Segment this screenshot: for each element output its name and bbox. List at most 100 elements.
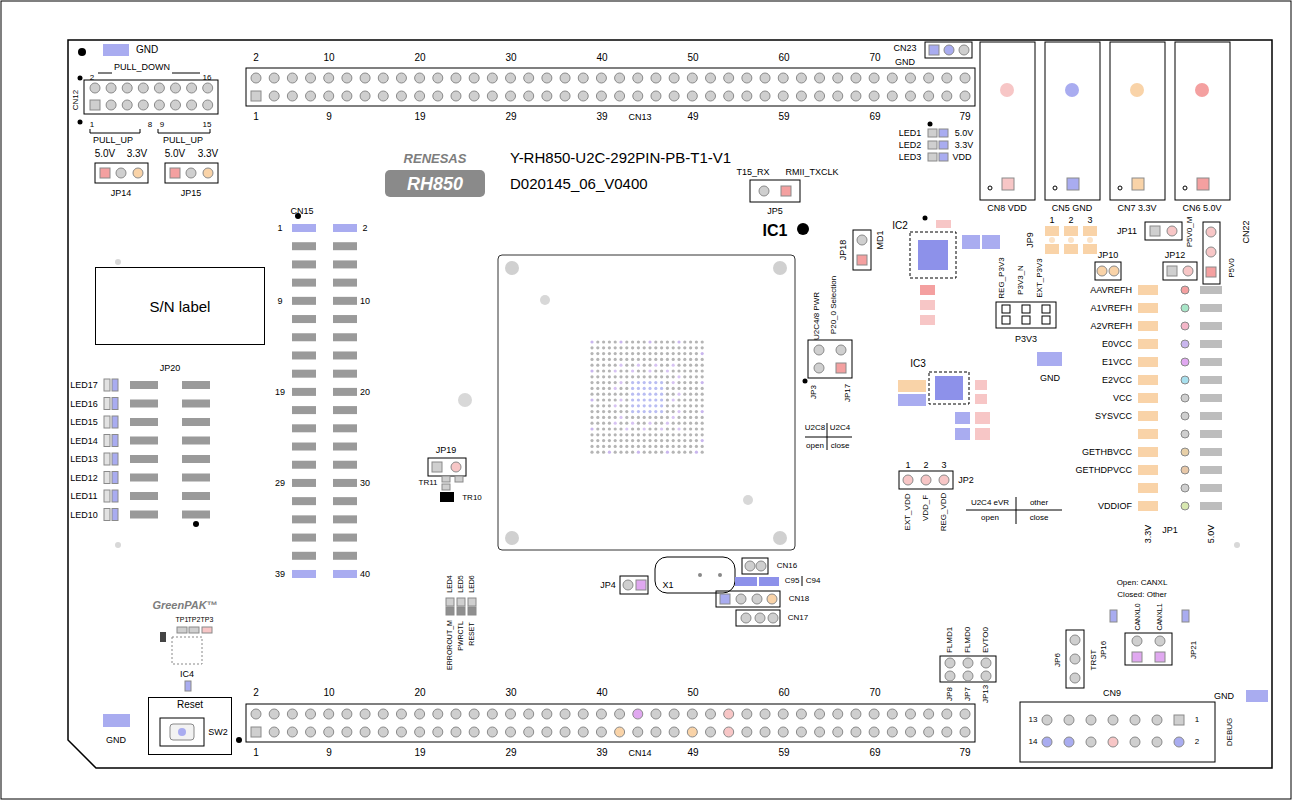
led (939, 129, 948, 137)
connector-pad (292, 242, 316, 250)
bga-ball (654, 358, 657, 361)
bga-ball (596, 393, 599, 396)
jumper-outline (428, 458, 466, 476)
bga-ball (672, 416, 675, 419)
connector-pad (333, 260, 357, 268)
connector-pad (292, 570, 316, 578)
bga-ball (614, 398, 617, 401)
bga-ball (672, 369, 675, 372)
jumper-outline (95, 163, 148, 183)
connector-pad (292, 515, 316, 523)
pad-square (836, 363, 846, 373)
pad (687, 91, 697, 101)
pad (905, 709, 915, 719)
board-label: PULL_UP (93, 135, 133, 145)
pad (122, 100, 132, 110)
bga-ball (625, 439, 628, 442)
bga-ball (596, 427, 599, 430)
pad (1155, 636, 1165, 646)
jumper-outline (1163, 262, 1197, 280)
bga-ball (637, 340, 640, 343)
bga-ball (701, 433, 704, 436)
pad (633, 73, 643, 83)
board-label: 2 (90, 73, 94, 82)
pad (469, 727, 479, 737)
bga-ball (666, 404, 669, 407)
board-label: JP9 (1025, 232, 1035, 248)
bga-ball (672, 381, 675, 384)
bga-ball (643, 393, 646, 396)
bga-ball (631, 364, 634, 367)
bga-ball (695, 358, 698, 361)
bga-ball (596, 346, 599, 349)
bga-ball (608, 346, 611, 349)
board-label: P5V0 (1227, 258, 1236, 278)
bga-ball (602, 404, 605, 407)
board-label: EXT_P3V3 (1035, 258, 1044, 298)
component (975, 394, 987, 404)
bga-ball (602, 352, 605, 355)
pad-square (1174, 715, 1184, 725)
bga-ball (683, 375, 686, 378)
bga-ball (701, 398, 704, 401)
bga-ball (701, 404, 704, 407)
bga-ball (654, 393, 657, 396)
pad (415, 73, 425, 83)
pad (669, 73, 679, 83)
pad (1108, 737, 1118, 747)
pad (741, 613, 751, 623)
bga-ball (643, 433, 646, 436)
bga-ball (677, 352, 680, 355)
connector-pad (333, 424, 357, 432)
pad (578, 73, 588, 83)
pad (869, 709, 879, 719)
led (468, 598, 476, 606)
jumper-outline (1125, 633, 1172, 665)
jumper-pad (1200, 394, 1222, 402)
bga-ball (590, 451, 593, 454)
pad (887, 91, 897, 101)
board-label: 1 (905, 460, 910, 470)
pad (669, 91, 679, 101)
bga-ball (631, 416, 634, 419)
board-label: 13 (1029, 715, 1038, 724)
pad (287, 73, 297, 83)
pad-square (781, 186, 791, 196)
marker-dot (78, 76, 83, 81)
bga-ball (701, 340, 704, 343)
jumper-pad (1138, 339, 1158, 349)
led (928, 153, 937, 161)
bga-ball (608, 381, 611, 384)
board-label: CN9 (1103, 688, 1121, 698)
bga-ball (619, 427, 622, 430)
pad (905, 91, 915, 101)
led (112, 472, 118, 484)
silk-line (805, 437, 852, 438)
jumper-outline (165, 163, 218, 183)
bga-ball (637, 358, 640, 361)
hole (1234, 542, 1240, 548)
pad (287, 709, 297, 719)
bga-ball (689, 352, 692, 355)
connector-pad (333, 515, 357, 523)
board-label: 30 (505, 687, 516, 699)
board-label: 3 (941, 460, 946, 470)
pad (506, 73, 516, 83)
component (442, 484, 450, 490)
pad-square (100, 168, 110, 178)
bga-ball (683, 369, 686, 372)
pad (869, 727, 879, 737)
bga-ball (637, 451, 640, 454)
bga-ball (643, 445, 646, 448)
bga-ball (643, 381, 646, 384)
board-label: 69 (869, 747, 880, 759)
connector-outline (742, 558, 768, 574)
board-label: 20 (360, 387, 370, 397)
board-label: VCC (1113, 393, 1132, 403)
bga-ball (677, 346, 680, 349)
jumper-pad (1200, 340, 1222, 348)
pad (796, 709, 806, 719)
bga-ball (619, 422, 622, 425)
bga-ball (689, 439, 692, 442)
bga-ball (701, 427, 704, 430)
